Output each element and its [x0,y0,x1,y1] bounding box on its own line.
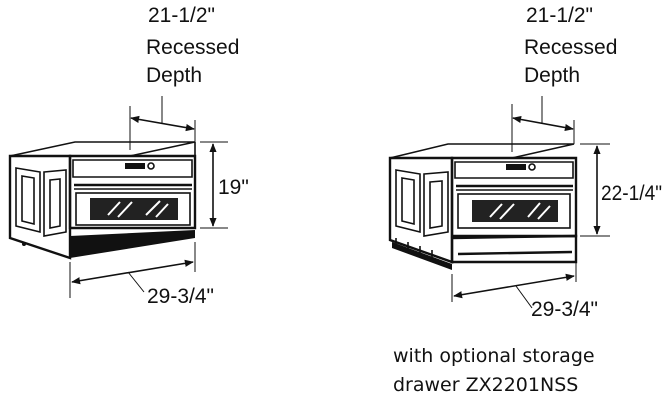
left-depth-dimension [129,96,196,150]
left-width-dimension [69,242,196,298]
right-depth-dimension [511,96,575,152]
left-oven-illustration [8,141,197,260]
right-width-dimension [451,252,577,309]
left-width-label: 29-3/4" [147,285,214,308]
left-height-label: 19" [218,176,249,199]
right-height-dimension [580,143,610,237]
left-height-dimension [200,141,228,229]
right-width-label: 29-3/4" [531,298,598,321]
left-depth-label: 21-1/2" Recessed Depth [146,4,245,87]
right-oven-illustration [388,143,578,270]
right-height-label: 22-1/4" [601,182,662,205]
right-depth-label: 21-1/2" Recessed Depth [524,4,623,87]
storage-drawer-caption: with optional storage drawer ZX2201NSS [393,345,601,396]
